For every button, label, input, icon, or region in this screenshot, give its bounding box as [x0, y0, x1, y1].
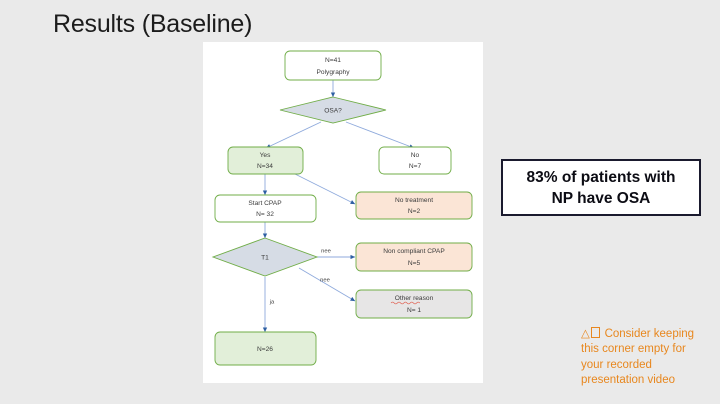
node-other-reason[interactable]: Other reason N= 1: [355, 289, 473, 319]
node-polygraphy-line2: Polygraphy: [317, 69, 351, 76]
flowchart-panel: N=41 Polygraphy OSA? Yes N=34 No N=7: [203, 42, 483, 383]
node-final-label: N=26: [257, 346, 273, 353]
edge-label-nee-noncompliant: nee: [321, 249, 331, 255]
node-otherreason-line1: Other reason: [395, 295, 434, 302]
corner-note-line-1: Consider keeping: [604, 328, 695, 340]
edge-t1-to-otherreason: [298, 267, 356, 302]
missing-glyph-icon: [591, 327, 601, 338]
callout-statistic-box: 83% of patients with NP have OSA: [501, 159, 701, 216]
node-final-26[interactable]: N=26: [214, 331, 317, 366]
node-yes-line1: Yes: [260, 152, 271, 159]
node-startcpap-line1: Start CPAP: [248, 200, 282, 207]
node-non-compliant-cpap[interactable]: Non compliant CPAP N=5: [355, 242, 473, 272]
node-yes-34[interactable]: Yes N=34: [227, 146, 304, 175]
callout-line-2: NP have OSA: [551, 189, 651, 207]
edge-osa-to-no: [345, 121, 415, 149]
flowchart-diagram: N=41 Polygraphy OSA? Yes N=34 No N=7: [211, 50, 473, 366]
node-osa-label: OSA?: [324, 107, 342, 114]
edge-osa-to-yes: [265, 121, 322, 149]
spellcheck-underline-icon: [390, 301, 421, 305]
node-no-line1: No: [411, 152, 420, 159]
node-no-line2: N=7: [409, 163, 422, 170]
node-t1-decision[interactable]: T1: [211, 237, 319, 277]
node-no-7[interactable]: No N=7: [378, 146, 452, 175]
corner-note-line-3: your recorded: [581, 358, 652, 371]
corner-note-line-4: presentation video: [581, 374, 675, 387]
node-osa-decision[interactable]: OSA?: [279, 96, 387, 124]
node-polygraphy[interactable]: N=41 Polygraphy: [284, 50, 382, 81]
edge-yes-to-notreatment: [290, 171, 356, 205]
node-polygraphy-line1: N=41: [325, 57, 341, 64]
edge-label-ja-final: ja: [269, 300, 275, 306]
node-otherreason-line2: N= 1: [407, 307, 421, 314]
corner-note-line-2: this corner empty for: [581, 343, 686, 356]
node-start-cpap[interactable]: Start CPAP N= 32: [214, 194, 317, 223]
node-yes-line2: N=34: [257, 163, 273, 170]
node-notreatment-line2: N=2: [408, 208, 421, 215]
node-notreatment-line1: No treatment: [395, 197, 433, 204]
node-no-treatment[interactable]: No treatment N=2: [355, 191, 473, 220]
node-noncompliant-line1: Non compliant CPAP: [383, 248, 445, 255]
node-t1-label: T1: [261, 254, 269, 261]
node-noncompliant-line2: N=5: [408, 260, 421, 267]
callout-line-1: 83% of patients with: [526, 168, 676, 186]
corner-reminder-note: △ Consider keeping this corner empty for…: [581, 327, 713, 389]
node-startcpap-line2: N= 32: [256, 211, 274, 218]
warning-triangle-icon: △: [581, 328, 591, 340]
edge-label-nee-otherreason: nee: [320, 278, 330, 284]
page-title: Results (Baseline): [53, 10, 253, 38]
